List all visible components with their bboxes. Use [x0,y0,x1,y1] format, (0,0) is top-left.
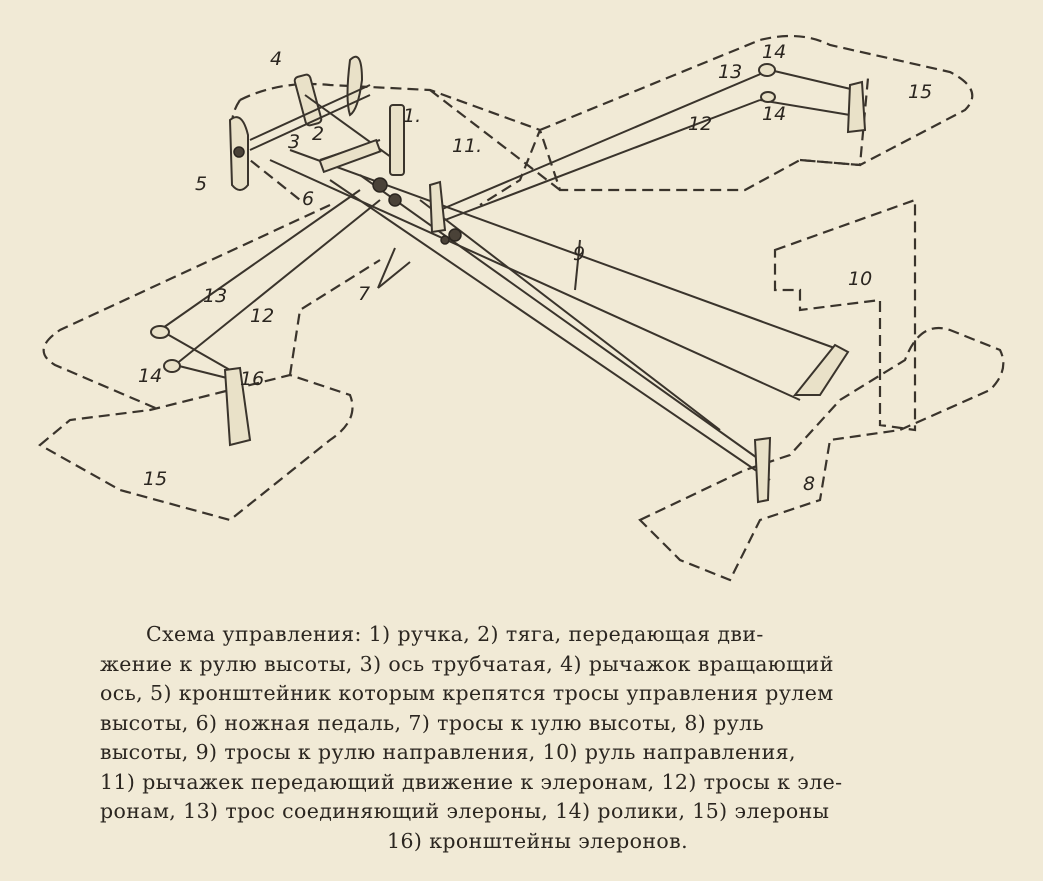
label-9: 9 [573,243,585,265]
figure-caption: Схема управления: 1) ручка, 2) тяга, пер… [100,620,1005,856]
caption-line: 11) рычажек передающий движение к элерон… [100,769,843,794]
label-13-left: 13 [203,285,227,307]
left-wing-outline [38,204,381,522]
caption-line: Схема управления: 1) ручка, 2) тяга, пер… [146,622,764,646]
cable-lines [159,69,856,481]
label-12-left: 12 [250,305,274,327]
caption-line: высоты, 6) ножная педаль, 7) тросы к ıул… [100,710,765,735]
rudder-outline [773,198,917,432]
caption-line: 16) кронштейны элеронов. [387,828,688,853]
label-2: 2 [312,123,324,145]
label-4: 4 [270,48,282,70]
label-6: 6 [302,188,314,210]
label-16: 16 [240,368,264,390]
elevator-horn [753,343,850,504]
label-11: 11. [452,135,482,157]
label-13-right: 13 [718,61,742,83]
control-stick-assembly [228,55,462,245]
label-7: 7 [358,283,370,305]
label-8: 8 [803,473,815,495]
label-1: 1. [403,105,421,127]
label-15-left: 15 [143,468,167,490]
label-3: 3 [288,131,300,153]
label-12-right: 12 [688,113,712,135]
label-14-right-bottom: 14 [762,103,786,125]
caption-line: ронам, 13) трос соединяющий элероны, 14)… [100,799,830,823]
label-14-left: 14 [138,365,162,387]
caption-line: высоты, 9) тросы к рулю направления, 10)… [100,740,796,764]
pulleys [150,63,776,373]
caption-line: ось, 5) кронштейник которым крепятся тро… [100,681,834,705]
label-10: 10 [848,268,872,290]
label-14-right-top: 14 [762,41,786,63]
caption-line: жение к рулю высоты, 3) ось трубчатая, 4… [100,651,834,676]
control-scheme-diagram: 1. 2 3 4 5 6 7 8 9 10 11. 12 12 13 13 14… [38,34,1005,582]
label-15-right: 15 [908,81,932,103]
label-5: 5 [195,173,207,195]
elevator-outline [638,326,1005,582]
number-labels: 1. 2 3 4 5 6 7 8 9 10 11. 12 12 13 13 14… [138,41,932,495]
label-7-leaders [377,247,411,289]
right-wing-outline [538,34,974,192]
aileron-brackets [223,80,867,447]
